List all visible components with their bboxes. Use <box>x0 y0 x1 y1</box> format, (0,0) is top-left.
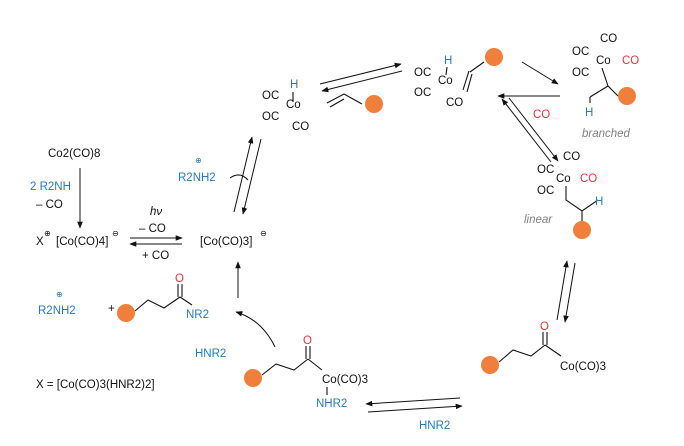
linear-chain <box>565 186 599 212</box>
coordinated-alkene-a <box>462 70 470 91</box>
intermediate-cobalt-fragment: Co(CO)3 <box>322 374 368 386</box>
cation-charge: ⊕ <box>44 229 51 238</box>
cycle-bottom-left-arrow <box>365 397 461 407</box>
hydride-oc-bottom: OC <box>262 111 279 123</box>
alkene-double-bond <box>329 98 345 108</box>
to-branched-arrow <box>521 61 559 85</box>
alkene-complex-oc-bottom: OC <box>414 87 431 99</box>
cycle-left-up-arrow <box>233 136 254 213</box>
amide-cn-bond <box>179 296 193 306</box>
hydride-co-center: Co <box>286 99 301 111</box>
branched-co-center: Co <box>596 55 611 67</box>
co-addition-label: CO <box>533 109 550 121</box>
cycle-right-down-arrow <box>563 262 576 323</box>
branched-oc-left: OC <box>572 46 589 58</box>
ammonium-bottom: R2NH2 <box>38 305 76 317</box>
linear-label: linear <box>524 214 553 226</box>
acyl-group <box>481 356 499 374</box>
to-linear-back-arrow <box>501 98 552 163</box>
co-loss-label: – CO <box>36 199 63 211</box>
bottom-amine-reagent: HNR2 <box>419 420 450 432</box>
cycle-left-down-arrow <box>241 138 262 215</box>
branched-label: branched <box>582 128 631 140</box>
hydride-h: H <box>290 79 298 91</box>
dicobalt-octacarbonyl: Co2(CO)8 <box>48 148 100 160</box>
amide-oxygen: O <box>175 273 184 285</box>
intermediate-curved-arrow <box>235 311 276 348</box>
active-catalyst: [Co(CO)3] <box>200 236 252 248</box>
intermediate-reagent: HNR2 <box>195 348 226 360</box>
co-gain-equilibrium: + CO <box>142 250 169 262</box>
ammonium-charge-top: ⊕ <box>195 156 202 165</box>
ammonium-curved-arrow <box>229 174 249 181</box>
intermediate-amine: NHR2 <box>316 398 347 410</box>
footnote-definition: X = [Co(CO)3(HNR2)2] <box>36 379 155 391</box>
cycle-top-forward-arrow <box>319 62 402 85</box>
linear-co-center: Co <box>556 173 571 185</box>
branched-co-top: CO <box>600 33 617 45</box>
cycle-top-back-arrow <box>321 70 403 93</box>
to-linear-forward-arrow <box>508 97 559 162</box>
linear-group <box>573 221 591 239</box>
alkene-complex-co-center: Co <box>438 75 453 87</box>
alkene-complex-co-bottom: CO <box>446 97 463 109</box>
co-loss-equilibrium: – CO <box>139 223 166 235</box>
ammonium-top: R2NH2 <box>178 172 216 184</box>
linear-oc-bottom: OC <box>537 185 554 197</box>
anion-charge: ⊖ <box>112 229 119 238</box>
acyl-oxygen: O <box>540 321 549 333</box>
intermediate-oxygen: O <box>303 335 312 347</box>
intermediate-group <box>244 369 262 387</box>
ammonium-charge-bottom: ⊕ <box>56 290 63 299</box>
footnote-suffix: )2] <box>141 379 154 391</box>
intermediate-co-bond <box>307 358 323 371</box>
acyl-chain <box>498 344 546 363</box>
light-label: hν <box>150 206 162 218</box>
hydride-co-bottom: CO <box>292 121 309 133</box>
intermediate-chain <box>261 358 309 376</box>
alkene-substrate-group <box>365 95 383 113</box>
alkene-substrate-bonds <box>326 93 363 105</box>
linear-oc-left: OC <box>537 164 554 176</box>
cycle-bottom-right-arrow <box>367 403 463 413</box>
amide-nitrogen: NR2 <box>186 309 209 321</box>
branched-h: H <box>585 107 593 119</box>
alkene-complex-h: H <box>444 55 452 67</box>
acyl-cobalt-fragment: Co(CO)3 <box>560 361 606 373</box>
footnote-prefix: X = [Co(CO)3( <box>36 379 110 391</box>
coordinated-alkene-chain <box>469 61 485 73</box>
amine-reagent-label: 2 R2NH <box>30 181 71 193</box>
alkene-complex-h-bond <box>445 66 448 76</box>
cation-x: X <box>36 236 44 248</box>
hydride-oc-top: OC <box>262 90 279 102</box>
branched-chain <box>589 85 619 98</box>
amide-group <box>117 304 135 322</box>
alkene-complex-oc-top: OC <box>414 67 431 79</box>
linear-co-top: CO <box>563 151 580 163</box>
linear-co-red: CO <box>580 173 597 185</box>
alkene-complex-group <box>485 48 503 66</box>
coordinated-alkene-b <box>466 73 473 93</box>
tetracarbonylcobaltate: [Co(CO)4] <box>56 236 108 248</box>
branched-co-carbon-bond <box>601 67 609 87</box>
linear-h: H <box>595 196 603 208</box>
branched-group <box>618 87 636 105</box>
cycle-right-up-arrow <box>556 260 569 321</box>
branched-co-red: CO <box>622 55 639 67</box>
footnote-amine: HNR2 <box>110 379 141 391</box>
product-plus: + <box>108 303 115 315</box>
amide-chain <box>134 296 181 312</box>
acyl-co-bond <box>544 344 562 357</box>
active-catalyst-charge: ⊖ <box>260 229 267 238</box>
branched-oc-bottom: OC <box>572 67 589 79</box>
